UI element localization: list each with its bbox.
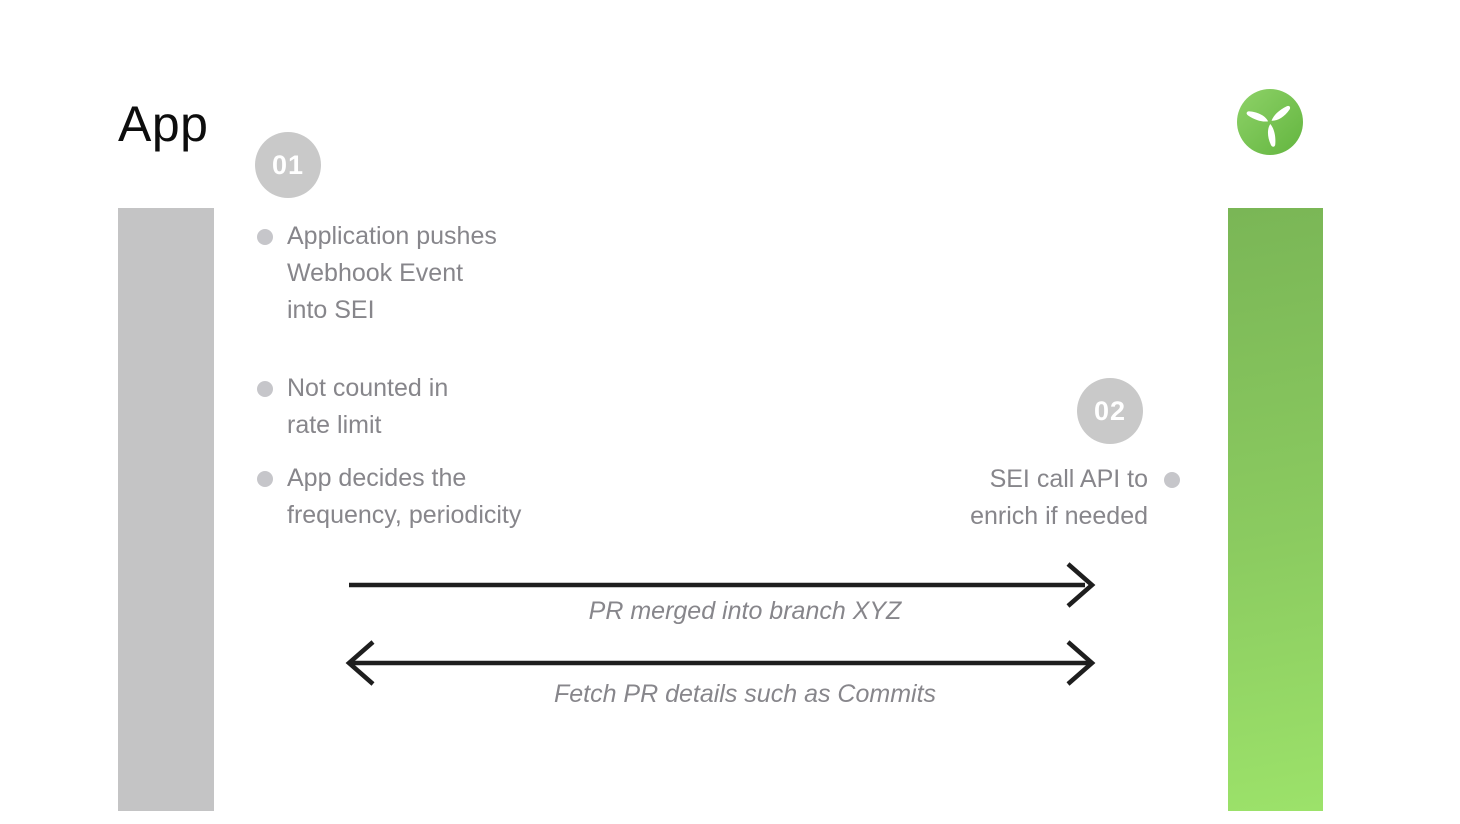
list-item: SEI call API to enrich if needed (970, 461, 1180, 535)
step2-badge: 02 (1077, 378, 1143, 444)
bullet-dot-icon (257, 471, 273, 487)
arrow-right-icon (349, 562, 1096, 608)
sei-logo (1237, 89, 1303, 155)
flow-arrows (345, 562, 1096, 686)
propeller-icon (1237, 89, 1303, 155)
list-item: Application pushes Webhook Event into SE… (257, 218, 497, 329)
bullet-dot-icon (1164, 472, 1180, 488)
arrow-label: Fetch PR details such as Commits (553, 680, 937, 708)
app-lane-bar (118, 208, 214, 811)
bullet-text: SEI call API to enrich if needed (970, 465, 1148, 530)
page-title: App (118, 96, 209, 152)
arrow-label: PR merged into branch XYZ (588, 597, 902, 625)
sei-lane-bar (1228, 208, 1323, 811)
bullet-text: Not counted in rate limit (287, 374, 449, 439)
bullet-dot-icon (257, 229, 273, 245)
bullet-text: App decides the frequency, periodicity (287, 464, 522, 529)
arrow-bidirectional-icon (345, 640, 1096, 686)
list-item: Not counted in rate limit (257, 370, 448, 444)
step1-badge: 01 (255, 132, 321, 198)
bullet-text: Application pushes Webhook Event into SE… (287, 222, 497, 324)
list-item: App decides the frequency, periodicity (257, 460, 521, 534)
bullet-dot-icon (257, 381, 273, 397)
